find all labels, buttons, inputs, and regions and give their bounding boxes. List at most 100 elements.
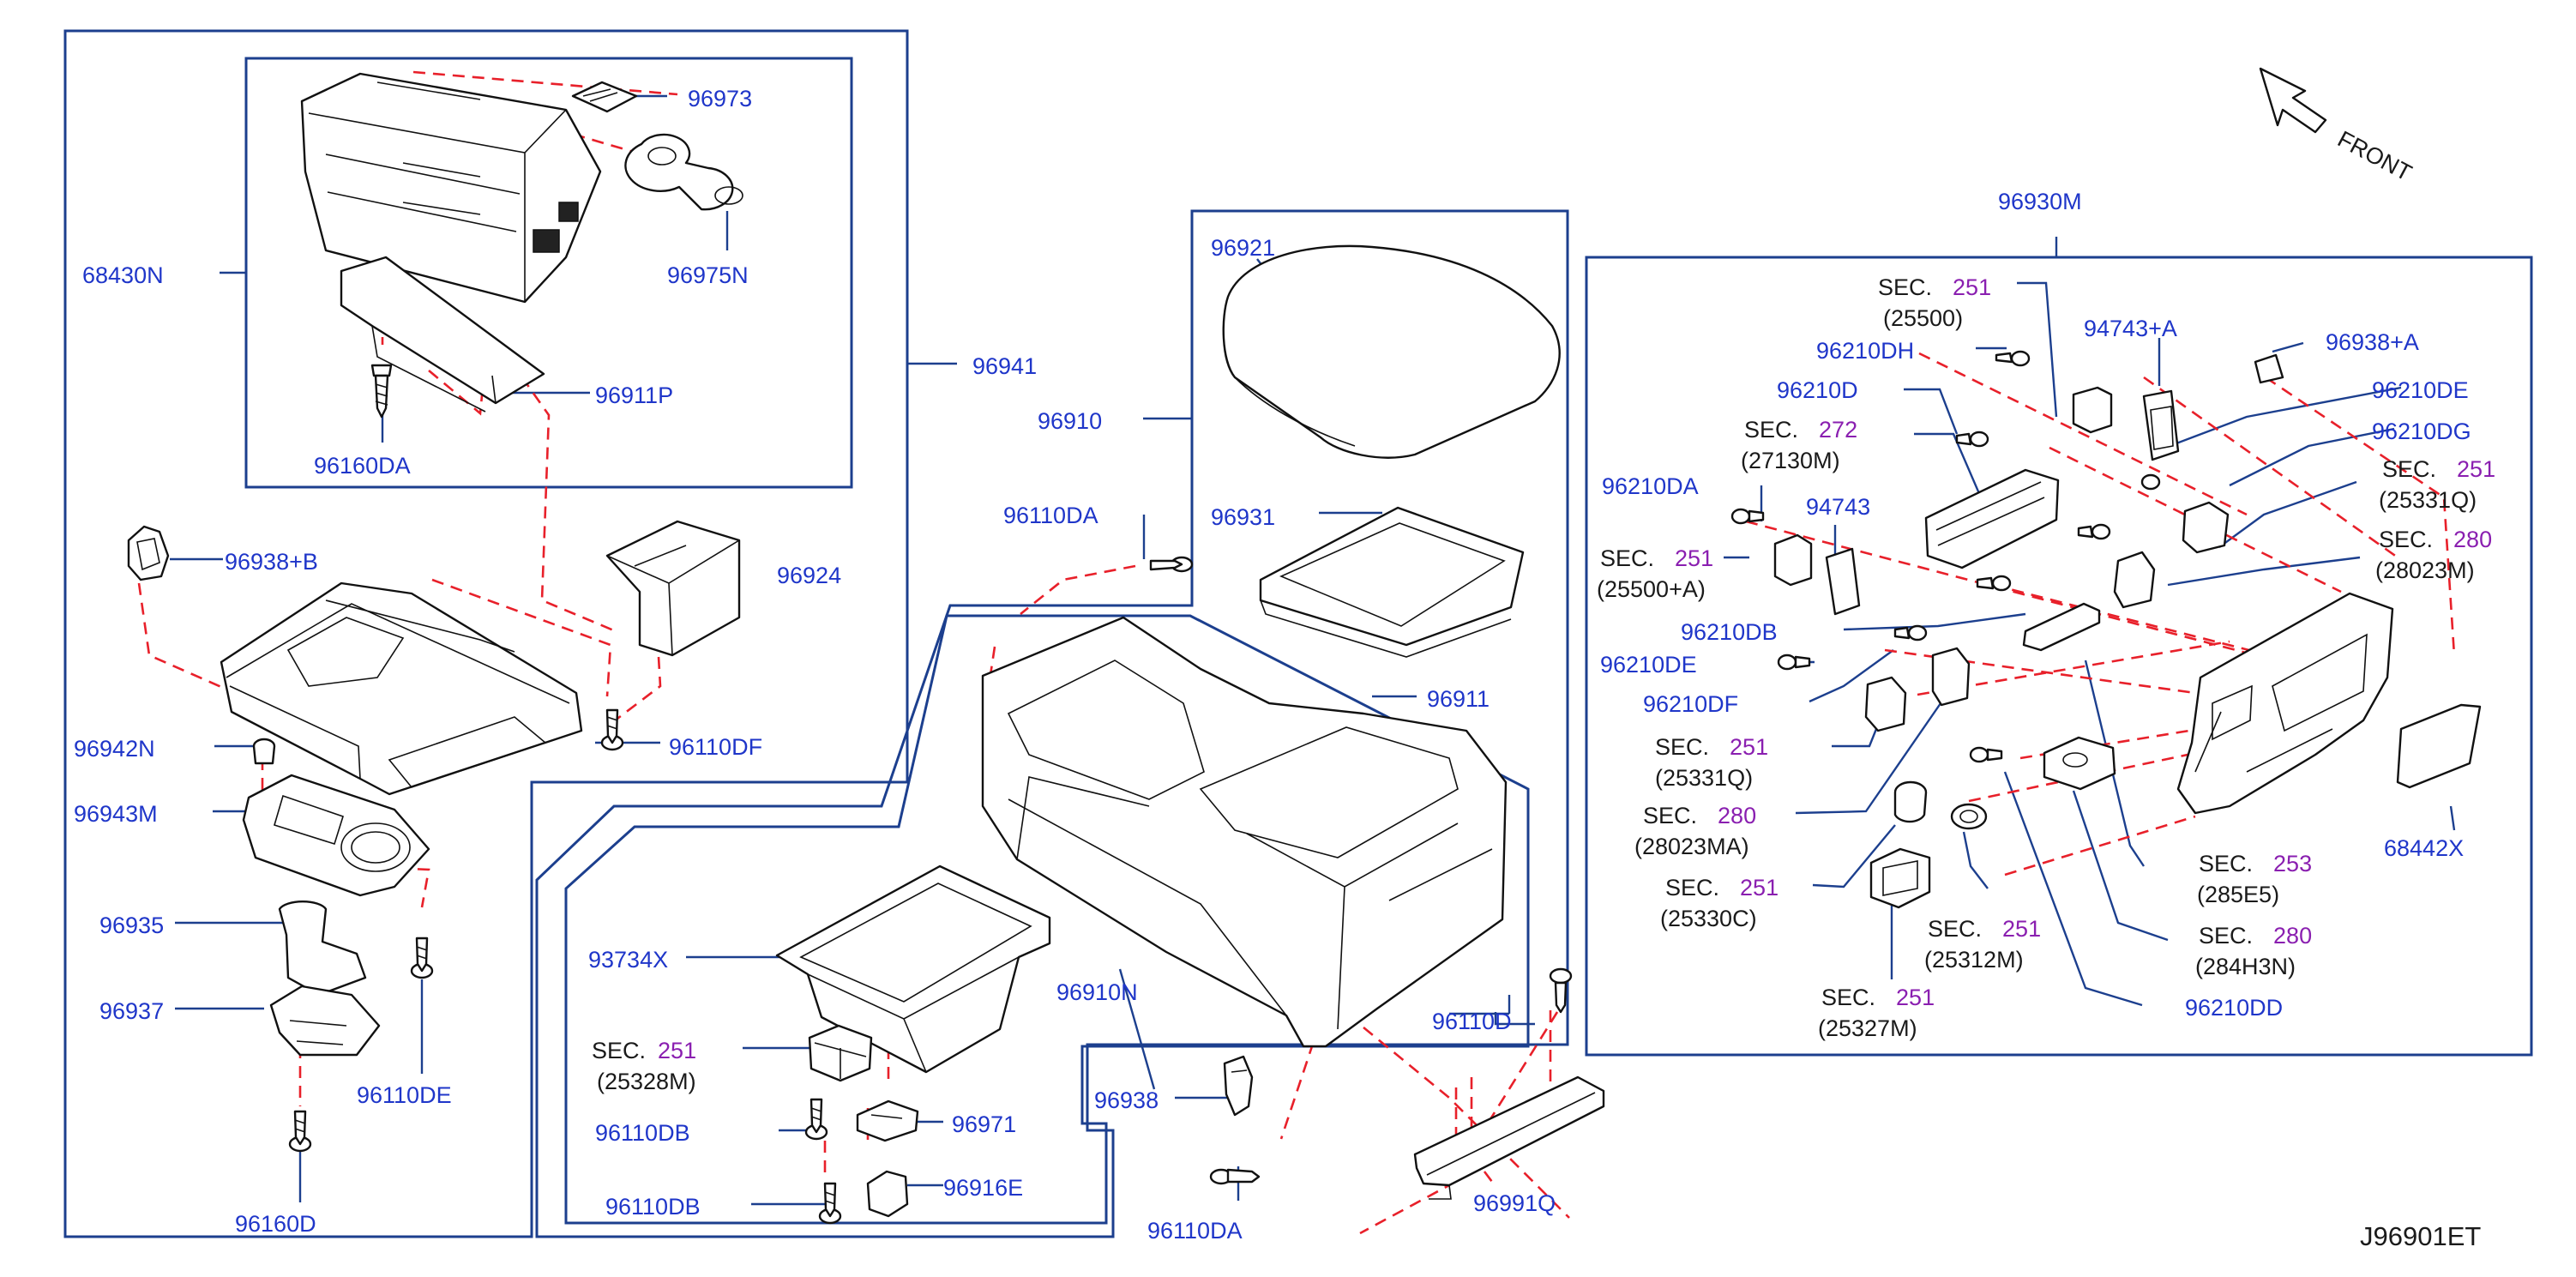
- label-96210DH: 96210DH: [1816, 338, 1914, 364]
- part-96110DA-drawing: [1149, 556, 1194, 573]
- part-96938B-drawing: [127, 525, 170, 581]
- label-96916E: 96916E: [943, 1175, 1023, 1201]
- part-96937-drawing: [269, 985, 381, 1057]
- part-96911P-drawing: [340, 256, 545, 413]
- label-96935: 96935: [99, 913, 164, 938]
- label-93734X: 93734X: [588, 947, 668, 973]
- label-94743: 94743: [1806, 494, 1870, 520]
- part-25330C-drawing: [1893, 780, 1928, 823]
- label-sec-27130M: SEC.272: [1744, 417, 1857, 443]
- label-96210DE-right: 96210DE: [2372, 377, 2469, 403]
- label-96110DF: 96110DF: [669, 734, 762, 760]
- label-96938A: 96938+A: [2326, 329, 2419, 355]
- label-96937: 96937: [99, 998, 164, 1024]
- part-96943M-drawing: [242, 774, 430, 897]
- label-sec-284H3N: SEC.280: [2199, 923, 2312, 949]
- label-68430N: 68430N: [82, 262, 164, 288]
- label-96930M: 96930M: [1998, 189, 2082, 214]
- part-96991Q-drawing: [1413, 1075, 1605, 1200]
- label-96931: 96931: [1211, 504, 1275, 530]
- label-96210DD: 96210DD: [2185, 995, 2283, 1021]
- label-96973: 96973: [688, 86, 752, 111]
- part-96110DA2-drawing: [1209, 1168, 1261, 1185]
- part-96210DH-screw: [1995, 350, 2031, 367]
- part-94743A-drawing: [2142, 389, 2180, 461]
- label-96924: 96924: [777, 563, 841, 588]
- label-sec-25330C: SEC.251: [1665, 875, 1779, 901]
- group-96910-outline: [535, 209, 1569, 1238]
- label-96210DG: 96210DG: [2372, 419, 2471, 444]
- label-code-25331Q-left: (25331Q): [1655, 765, 1753, 791]
- part-96210DB-screw: [1976, 575, 2012, 592]
- part-96210DA-screw: [1730, 508, 1765, 525]
- part-96973-drawing: [571, 81, 638, 113]
- part-25327M-drawing: [1869, 847, 1931, 909]
- part-96924-drawing: [605, 520, 741, 657]
- part-96921-drawing: [1222, 244, 1561, 459]
- label-sec-25328M: SEC.251: [592, 1038, 696, 1063]
- part-25328M-drawing: [808, 1024, 873, 1082]
- part-93734X-drawing: [775, 864, 1051, 1074]
- part-96975N-drawing: [624, 133, 743, 211]
- part-68442X-drawing: [2396, 703, 2482, 789]
- label-96938B: 96938+B: [225, 549, 318, 575]
- part-96938A-drawing: [2254, 353, 2284, 384]
- label-96210DA: 96210DA: [1602, 473, 1699, 499]
- label-sec-28023MA: SEC.280: [1643, 803, 1756, 828]
- diagram-reference-code: J96901ET: [2360, 1221, 2481, 1251]
- label-code-28023MA: (28023MA): [1634, 834, 1749, 859]
- part-96210DG-screw: [2140, 473, 2161, 491]
- label-96110DA2: 96110DA: [1147, 1218, 1243, 1244]
- part-96110D-drawing: [1549, 967, 1573, 1014]
- front-arrow-icon: [2259, 67, 2327, 134]
- label-96210DE-left: 96210DE: [1600, 652, 1697, 678]
- label-96110DB-lower: 96110DB: [605, 1194, 701, 1220]
- part-68430N-drawing: [300, 72, 602, 304]
- part-28023M-drawing: [2113, 551, 2156, 609]
- label-code-284H3N: (284H3N): [2195, 954, 2296, 979]
- part-25331Q-l-switch: [1864, 676, 1907, 732]
- label-code-25330C: (25330C): [1660, 906, 1757, 931]
- part-96916E-drawing: [866, 1170, 909, 1218]
- part-96910N-console-drawing: [981, 616, 1508, 1048]
- part-96210DE-screw-l: [1893, 624, 1928, 642]
- part-96110DB-screw-upper: [804, 1098, 828, 1141]
- label-96943M: 96943M: [74, 801, 158, 827]
- label-code-285E5: (285E5): [2197, 882, 2279, 907]
- label-sec-25327M: SEC.251: [1821, 985, 1935, 1010]
- part-25500A-switch: [1773, 533, 1813, 587]
- part-96210DD-screw: [1969, 746, 2003, 763]
- label-96942N: 96942N: [74, 736, 155, 762]
- part-94743-drawing: [1825, 547, 1861, 616]
- label-sec-25312M: SEC.251: [1928, 916, 2041, 942]
- label-96210DF: 96210DF: [1643, 691, 1738, 717]
- part-96941-drawing: [220, 581, 583, 796]
- label-sec-25500A: SEC.251: [1600, 545, 1713, 571]
- label-sec-25500: SEC.251: [1878, 274, 1991, 300]
- label-sec-25331Q-left: SEC.251: [1655, 734, 1768, 760]
- group-96911-outline: [564, 614, 1530, 1225]
- label-96975N: 96975N: [667, 262, 749, 288]
- label-96210D: 96210D: [1777, 377, 1858, 403]
- part-96160D-drawing: [288, 1110, 312, 1153]
- label-96938: 96938: [1094, 1087, 1159, 1113]
- group-96941-outline: [63, 29, 909, 1238]
- label-96160DA: 96160DA: [314, 453, 411, 479]
- label-68442X: 68442X: [2384, 835, 2464, 861]
- part-96942N-drawing: [252, 738, 276, 765]
- label-code-25500: (25500): [1883, 305, 1963, 331]
- part-96160DA-drawing: [370, 364, 393, 419]
- label-96110DB-upper: 96110DB: [595, 1120, 690, 1146]
- label-96160D: 96160D: [235, 1211, 316, 1237]
- part-285E5-drawing: [2022, 602, 2101, 652]
- label-96110DE: 96110DE: [357, 1082, 452, 1108]
- front-label: FRONT: [2333, 126, 2416, 186]
- part-96931-drawing: [1259, 506, 1525, 658]
- label-96941: 96941: [972, 353, 1037, 379]
- part-96110DF-drawing: [600, 708, 624, 751]
- label-sec-285E5: SEC.253: [2199, 851, 2312, 876]
- part-25331Q-r-switch: [2182, 501, 2230, 554]
- part-284H3N-drawing: [2043, 736, 2116, 791]
- label-code-27130M: (27130M): [1741, 448, 1840, 473]
